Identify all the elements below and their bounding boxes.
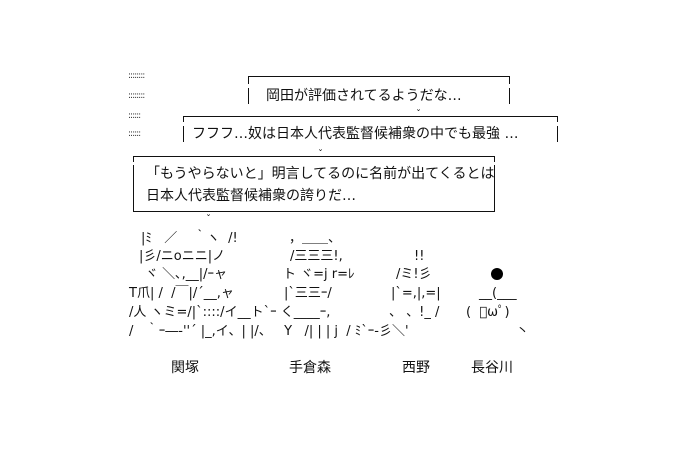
bubble1-corner-tr: [509, 76, 510, 84]
aa-row5: /人 ヽミ=/|`::::/イ__ト`ｰ く____ｰ,: [129, 305, 331, 320]
bubble3-left-edge: [133, 165, 134, 211]
bubble3-line1: 「もうやらないと」明言してるのに名前が出てくるとは: [146, 166, 495, 182]
name-sekizuka: 関塚: [171, 360, 199, 376]
bubble1-right-edge: [509, 88, 510, 104]
bubble2-left-edge: [183, 126, 184, 142]
bubble1-tail: ˇ: [416, 109, 421, 120]
aa-row5c: ( ﾟωﾟ): [466, 305, 510, 320]
aa-row3: ヾ ＼､,__|/ｰャ: [145, 267, 228, 282]
bubble1-left-edge: [248, 88, 249, 104]
aa-row4d: __(___: [479, 286, 517, 301]
bubble1-text: 岡田が評価されてるようだな…: [266, 88, 462, 104]
name-tegramori: 手倉森: [289, 360, 331, 376]
bubble3-corner-tr: [494, 156, 495, 162]
bubble3-top-edge: [133, 156, 495, 157]
aa-row1: |ﾐ ／ ｀ヽ /!: [141, 231, 238, 246]
aa-row5b: 、 、!_ /: [389, 305, 440, 320]
aa-row4c: |`=,|,=|: [391, 286, 441, 301]
bubble2-top-edge: [183, 116, 558, 117]
dots-2: ::::::::: [128, 91, 145, 101]
bubble3-right-edge: [494, 165, 495, 211]
aa-row2b: /三三三!,: [290, 249, 343, 264]
name-hasegawa: 長谷川: [471, 360, 513, 376]
name-nishino: 西野: [402, 360, 430, 376]
aa-row1b: ，＿＿、: [289, 231, 342, 246]
aa-row3c: /ミ!彡: [396, 267, 432, 282]
aa-row2: |彡/ニoニニ|ノ: [139, 249, 226, 264]
aa-row4b: |`三三ｰ/: [284, 286, 332, 301]
bubble3-bottom-edge: [133, 211, 495, 212]
bubble1-top-edge: [248, 76, 510, 77]
bubble2-corner-tr: [557, 116, 558, 122]
aa-row3b: ト ヾ=j r=ﾚ: [283, 267, 355, 282]
aa-row6b: 丶: [516, 324, 530, 339]
bubble3-corner-tl: [133, 156, 134, 162]
bubble2-text: フフフ…奴は日本人代表監督候補衆の中でも最強 …: [192, 126, 519, 142]
black-circle: [491, 268, 503, 280]
bubble2-right-edge: [557, 126, 558, 142]
bubble1-corner-tl: [248, 76, 249, 84]
dots-3: ::::::: [128, 111, 141, 121]
aa-row6: / ｀ｰ―‐''´ |_,イ、| |/、 Y /| | | j / ﾐ`ｰ‐彡＼…: [129, 324, 409, 339]
bubble3-line2: 日本人代表監督候補衆の誇りだ…: [146, 188, 356, 204]
aa-row2c: !!: [414, 249, 425, 264]
bubble2-corner-tl: [183, 116, 184, 122]
dots-1: ::::::::: [128, 71, 145, 81]
dots-4: ::::::: [128, 129, 141, 139]
bubble2-tail: ˇ: [318, 149, 323, 160]
bubble3-tail: ˇ: [206, 214, 211, 225]
aa-row4: T爪| / /￣|/´__,ャ: [129, 286, 234, 301]
